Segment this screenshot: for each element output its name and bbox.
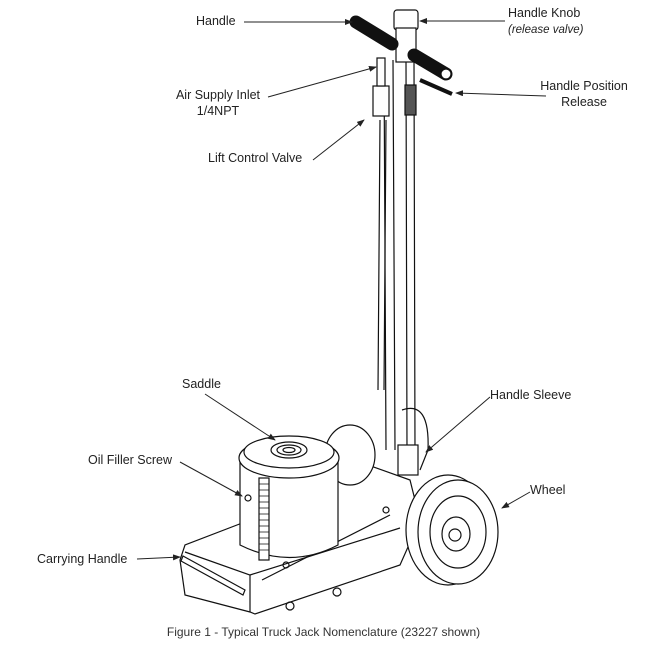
saddle (270, 441, 308, 459)
label-handle-sleeve: Handle Sleeve (490, 388, 572, 402)
label-carrying-handle: Carrying Handle (37, 552, 128, 566)
handle-sleeve (397, 444, 419, 476)
handle-tube (383, 59, 416, 456)
handle-knob (393, 9, 419, 31)
carrying-handle (180, 555, 246, 596)
lift-control-valve (372, 85, 390, 117)
label-wheel: Wheel (530, 483, 566, 497)
label-lift-control-valve: Lift Control Valve (208, 151, 303, 165)
label-air-supply-size: 1/4NPT (196, 104, 240, 118)
label-saddle: Saddle (182, 377, 221, 391)
leader-lines (136, 18, 547, 561)
figure-caption: Figure 1 - Typical Truck Jack Nomenclatu… (166, 625, 481, 639)
handle-grip-left (349, 15, 399, 51)
label-handle-position-release-2: Release (561, 95, 607, 109)
label-handle-position-release: Handle Position (540, 79, 628, 93)
label-handle: Handle (196, 14, 236, 28)
label-handle-knob-note: (release valve) (508, 24, 584, 36)
label-air-supply-inlet: Air Supply Inlet (175, 88, 261, 102)
oil-filler-screw (244, 494, 252, 502)
label-handle-knob: Handle Knob (508, 6, 581, 20)
label-oil-filler-screw: Oil Filler Screw (88, 453, 173, 467)
